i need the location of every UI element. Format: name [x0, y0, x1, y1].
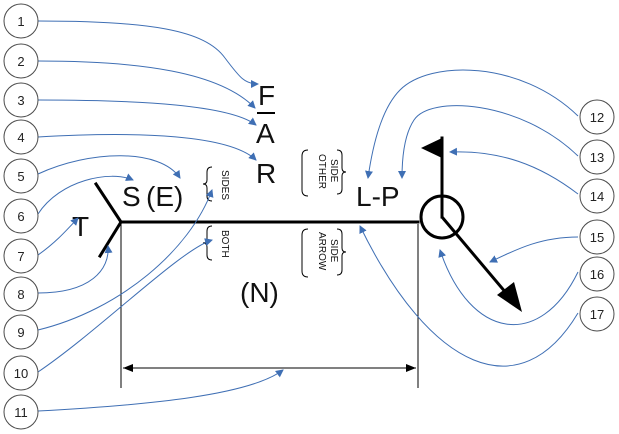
leader-16: [438, 249, 579, 326]
callout-13-label: 13: [590, 150, 604, 165]
callout-2: 2: [3, 43, 39, 79]
callout-9-label: 9: [17, 325, 24, 340]
callout-5-label: 5: [17, 169, 24, 184]
tail-lower: [97, 219, 124, 259]
callout-8: 8: [3, 276, 39, 312]
callout-10-label: 10: [14, 366, 28, 381]
leader-6: [37, 173, 134, 215]
dimension-arrow-right: [406, 364, 416, 372]
callout-1: 1: [3, 3, 39, 39]
callout-1-label: 1: [17, 14, 24, 29]
sides-brace: [202, 166, 213, 202]
leader-10: [37, 238, 213, 373]
leader-2: [37, 60, 256, 109]
arrow-side-label-arrow: ARROW: [316, 232, 327, 271]
both-brace: [202, 225, 213, 261]
callout-9: 9: [3, 314, 39, 350]
leader-13: [398, 105, 579, 179]
field-weld-flag: [421, 138, 442, 158]
leader-3: [37, 99, 257, 126]
callout-16-label: 16: [590, 267, 604, 282]
callout-3: 3: [3, 82, 39, 118]
callout-11-label: 11: [14, 405, 28, 420]
callout-4-label: 4: [17, 130, 24, 145]
other-side-brace-left: [301, 149, 309, 197]
finish-symbol: F: [258, 80, 275, 111]
callout-11: 11: [3, 394, 39, 430]
callout-6: 6: [3, 198, 39, 234]
leader-9: [37, 189, 214, 331]
callout-17: 17: [579, 296, 615, 332]
arrow-side-label-side: SIDE: [328, 239, 339, 263]
leader-5: [37, 155, 181, 179]
callout-6-label: 6: [17, 209, 24, 224]
callout-7-label: 7: [17, 249, 24, 264]
callout-16: 16: [579, 256, 615, 292]
tail-symbol: T: [72, 211, 89, 242]
callout-12-label: 12: [590, 110, 604, 125]
arrow-line: [440, 216, 514, 301]
angle-symbol: A: [256, 118, 275, 149]
callout-12: 12: [579, 99, 615, 135]
callout-8-label: 8: [17, 287, 24, 302]
other-side-label-side: SIDE: [328, 159, 339, 183]
callout-15-label: 15: [590, 230, 604, 245]
leader-7: [37, 217, 79, 256]
weld-symbol: [93, 112, 522, 388]
both-sides-label-sides: SIDES: [219, 170, 230, 200]
leader-11: [37, 369, 284, 412]
callout-3-label: 3: [17, 93, 24, 108]
callout-10: 10: [3, 355, 39, 391]
callout-14-label: 14: [590, 189, 604, 204]
leader-8: [37, 245, 113, 294]
callout-13: 13: [579, 139, 615, 175]
arrow-side-brace-right: [336, 228, 347, 276]
callout-5: 5: [3, 158, 39, 194]
effective-throat-symbol: (E): [146, 181, 183, 212]
callout-bubbles: 1 2 3 4 5 6 7 8 9 10 11 12 13 14 15 16 1…: [3, 3, 615, 430]
length-pitch-symbol: L-P: [356, 181, 400, 212]
radius-symbol: R: [256, 158, 276, 189]
callout-7: 7: [3, 238, 39, 274]
tail-upper: [93, 181, 124, 225]
leader-4: [37, 134, 257, 161]
symbol-labels: F A R S (E) T L-P (N): [72, 80, 400, 308]
callout-2-label: 2: [17, 54, 24, 69]
both-sides-label-both: BOTH: [219, 230, 230, 258]
dimension-arrow-left: [123, 364, 133, 372]
arrow-side-brace-left: [301, 228, 309, 278]
leader-17: [359, 225, 579, 367]
callout-4: 4: [3, 119, 39, 155]
leader-1: [37, 20, 259, 88]
callout-15: 15: [579, 219, 615, 255]
callout-14: 14: [579, 178, 615, 214]
other-side-label-other: OTHER: [316, 154, 327, 189]
callout-17-label: 17: [590, 307, 604, 322]
leader-15: [489, 236, 579, 263]
leader-lines: [37, 20, 579, 412]
side-notes: SIDES BOTH OTHER SIDE ARROW SIDE: [202, 149, 347, 278]
leader-12: [365, 69, 579, 179]
arrowhead: [497, 282, 522, 312]
other-side-brace-right: [336, 149, 347, 195]
number-of-welds-symbol: (N): [240, 277, 279, 308]
size-symbol: S: [122, 181, 141, 212]
leader-14: [449, 147, 579, 195]
